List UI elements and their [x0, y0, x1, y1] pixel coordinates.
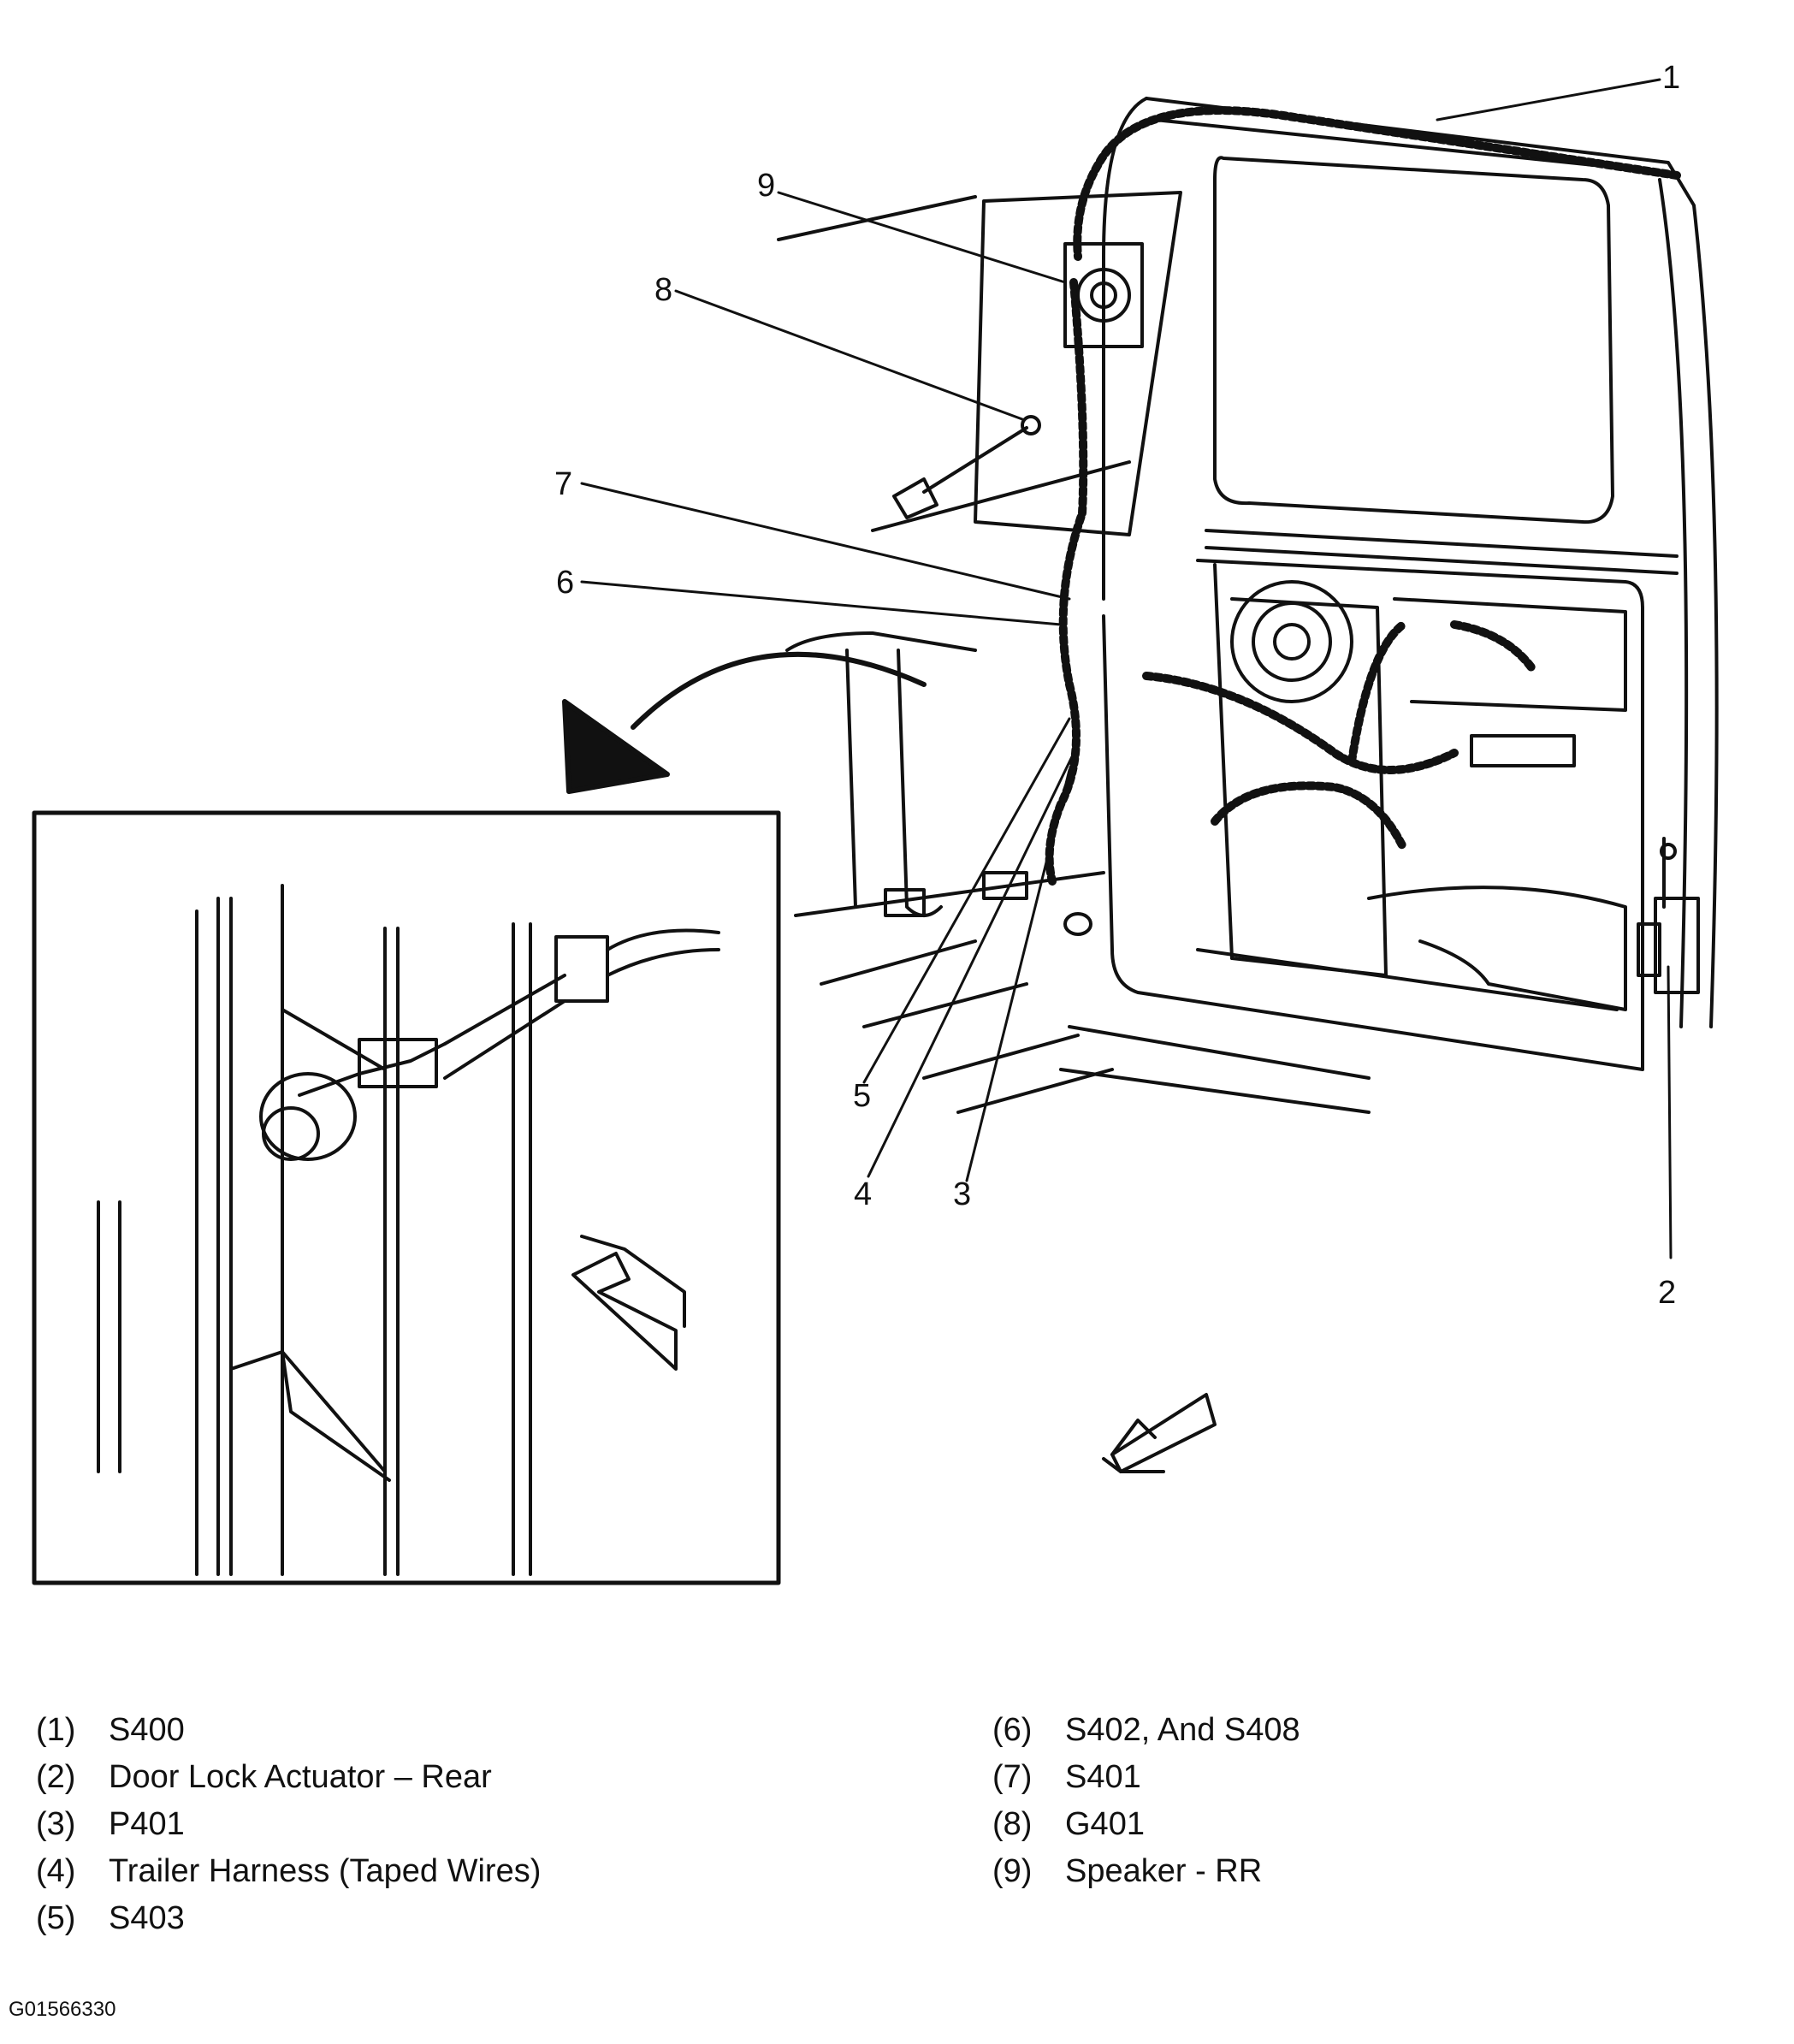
- callout-9: 9: [757, 168, 776, 204]
- callout-7: 7: [554, 466, 573, 502]
- callout-4: 4: [854, 1176, 873, 1212]
- figure-id: G01566330: [9, 1998, 116, 2021]
- callout-5: 5: [853, 1078, 872, 1114]
- leader-lines: [580, 78, 1673, 1259]
- legend-item: (3)P401: [36, 1806, 185, 1842]
- legend-item: (9)Speaker - RR: [992, 1853, 1263, 1889]
- door-lock-actuator: [1637, 837, 1700, 994]
- callout-8: 8: [654, 272, 673, 308]
- legend-item: (7)S401: [992, 1759, 1141, 1795]
- door-frame: [1102, 97, 1719, 1028]
- inner-door-panel: [1102, 559, 1644, 1071]
- callout-1: 1: [1662, 60, 1681, 96]
- legend-item: (2)Door Lock Actuator – Rear: [36, 1759, 492, 1795]
- view-arrow-icon: [1102, 1393, 1217, 1473]
- rear-speaker: [1063, 242, 1144, 348]
- callout-6: 6: [556, 565, 575, 601]
- inset-view: [32, 810, 781, 1585]
- legend-item: (5)S403: [36, 1900, 185, 1936]
- legend-item: (8)G401: [992, 1806, 1145, 1842]
- ground-bolt: [892, 415, 1041, 519]
- callout-2: 2: [1658, 1275, 1677, 1311]
- connectors-p401: [884, 871, 1092, 936]
- callout-3: 3: [953, 1176, 972, 1212]
- wiring-diagram: [32, 78, 1719, 1585]
- door-harness: [1142, 620, 1536, 851]
- body-pillar: [777, 191, 1371, 1114]
- window-opening: [1205, 156, 1679, 575]
- legend-left: (1)S400 (2)Door Lock Actuator – Rear (3)…: [36, 1707, 541, 1942]
- door-speaker: [1230, 580, 1353, 703]
- curved-arrow-icon: [562, 651, 927, 794]
- legend-item: (1)S400: [36, 1712, 185, 1748]
- legend-item: (4)Trailer Harness (Taped Wires): [36, 1853, 542, 1889]
- legend-right: (6)S402, And S408 (7)S401 (8)G401 (9)Spe…: [992, 1707, 1300, 1895]
- legend-item: (6)S402, And S408: [992, 1712, 1300, 1748]
- overhead-harness: [1073, 106, 1681, 261]
